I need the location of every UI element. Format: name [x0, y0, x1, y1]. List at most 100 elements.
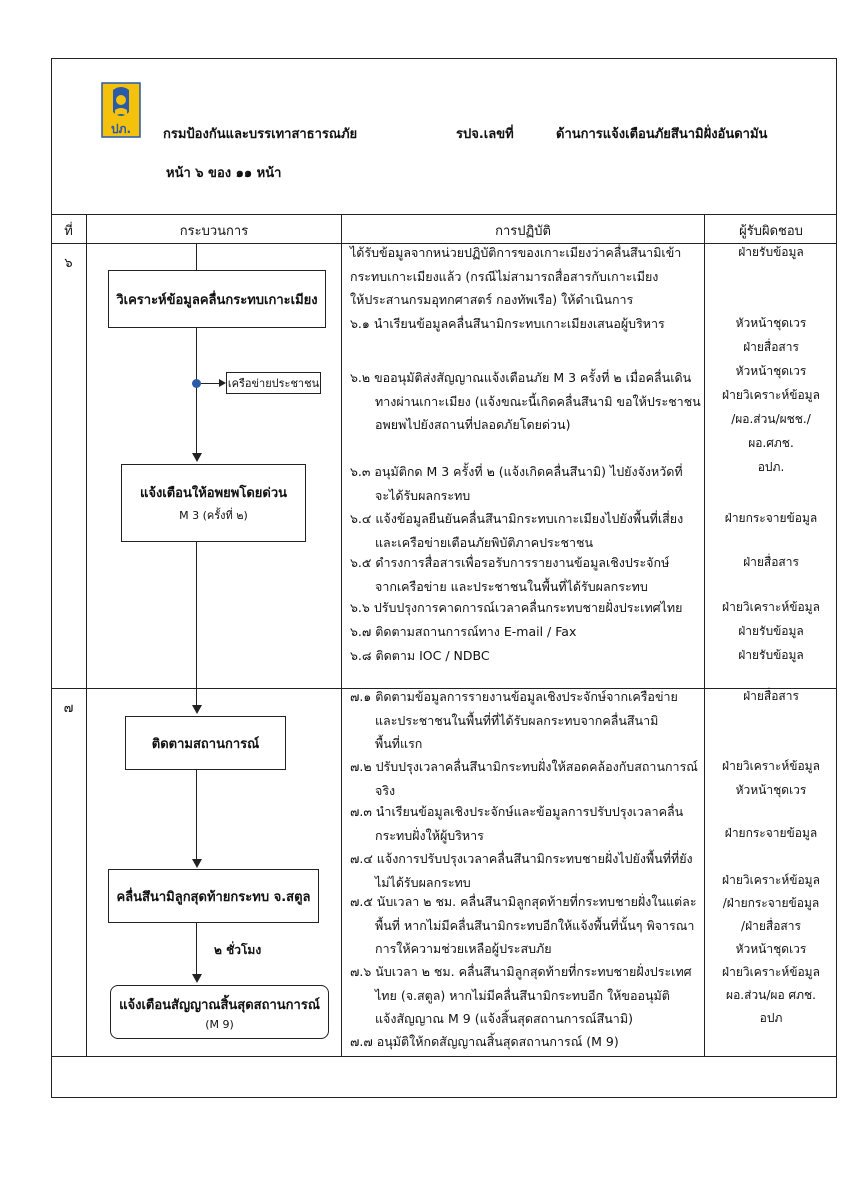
- responsible-party: ฝ่ายวิเคราะห์ข้อมูล: [722, 965, 820, 979]
- text-line: กระทบเกาะเมียงแล้ว (กรณีไม่สามารถสื่อสาร…: [350, 268, 659, 284]
- flow-box-label: แจ้งเตือนให้อพยพโดยด่วน: [139, 486, 288, 501]
- col-divider-1: [86, 214, 88, 1056]
- text-line: ๖.๒ ขออนุมัติส่งสัญญาณแจ้งเตือนภัย M 3 ค…: [350, 370, 692, 385]
- text-line: ๖.๕ ดำรงการสื่อสารเพื่อรอรับการรายงานข้อ…: [350, 555, 670, 570]
- step-6-5: ๖.๕ ดำรงการสื่อสารเพื่อรอรับการรายงานข้อ…: [350, 551, 669, 598]
- flow-connector: [196, 542, 198, 688]
- text-line: ได้รับข้อมูลจากหน่วยปฏิบัติการของเกาะเมี…: [350, 245, 682, 260]
- responsible-party: ฝ่ายรับข้อมูล: [738, 648, 804, 662]
- flow-box-label: แจ้งเตือนสัญญาณสิ้นสุดสถานการณ์: [119, 997, 320, 1013]
- flow-box-urgent-evacuation: แจ้งเตือนให้อพยพโดยด่วน M 3 (ครั้งที่ ๒): [121, 464, 306, 542]
- step-7-2: ๗.๒ ปรับปรุงเวลาคลื่นสึนามิกระทบฝั่งให้ส…: [350, 755, 698, 802]
- table-row-divider: [51, 688, 837, 690]
- arrow-down-icon: [192, 705, 202, 714]
- arrow-down-icon: [192, 453, 202, 462]
- arrow-down-icon: [192, 974, 202, 983]
- step-7-4: ๗.๔ แจ้งการปรับปรุงเวลาคลื่นสึนามิกระทบช…: [350, 847, 693, 894]
- flow-box-label: คลื่นสึนามิลูกสุดท้ายกระทบ จ.สตูล: [116, 889, 311, 905]
- logo-text: ปภ.: [110, 122, 132, 136]
- text-line: ทางผ่านเกาะเมียง (แจ้งขณะนี้เกิดคลื่นสึน…: [375, 393, 701, 409]
- text-line: กระทบฝั่งให้ผู้บริหาร: [375, 827, 484, 843]
- col-header-process: กระบวนการ: [179, 224, 249, 239]
- step-7-5: ๗.๕ นับเวลา ๒ ชม. คลื่นสึนามิลูกสุดท้ายท…: [350, 890, 697, 961]
- text-line: ๖.๗ ติดตามสถานการณ์ทาง E-mail / Fax: [350, 624, 577, 639]
- responsible-party: หัวหน้าชุดเวร: [735, 316, 807, 330]
- text-line: ๗.๓ นำเรียนข้อมูลเชิงประจักษ์และข้อมูลกา…: [350, 804, 684, 819]
- col-divider-2: [341, 214, 343, 1056]
- step-7-7: ๗.๗ อนุมัติให้กดสัญญาณสิ้นสุดสถานการณ์ (…: [350, 1030, 619, 1054]
- step-6-2: ๖.๒ ขออนุมัติส่งสัญญาณแจ้งเตือนภัย M 3 ค…: [350, 366, 701, 437]
- text-line: และเครือข่ายเตือนภัยพิบัติภาคประชาชน: [375, 534, 593, 550]
- text-line: ไทย (จ.สตูล) หากไม่มีคลื่นสึนามิกระทบอีก…: [375, 987, 670, 1003]
- flow-box-label: เครือข่ายประชาชน: [227, 377, 320, 390]
- department-name: กรมป้องกันและบรรเทาสาธารณภัย: [163, 127, 358, 142]
- responsible-party: /ผอ.ส่วน/ผชช./: [731, 412, 811, 426]
- text-line: จริง: [375, 782, 396, 798]
- responsible-party: ฝ่ายวิเคราะห์ข้อมูล: [722, 388, 820, 402]
- doc-number-label: รปจ.เลขที่: [456, 127, 514, 142]
- text-line: ๗.๕ นับเวลา ๒ ชม. คลื่นสึนามิลูกสุดท้ายท…: [350, 894, 697, 909]
- flow-box-end-signal: แจ้งเตือนสัญญาณสิ้นสุดสถานการณ์ (M 9): [110, 985, 329, 1039]
- department-logo: ปภ.: [101, 82, 141, 138]
- page-info: หน้า ๖ ของ ๑๑ หน้า: [166, 166, 282, 181]
- text-line: จากเครือข่าย และประชาชนในพื้นที่ได้รับผล…: [375, 578, 648, 594]
- flow-box-analyze-wave: วิเคราะห์ข้อมูลคลื่นกระทบเกาะเมียง: [108, 270, 326, 328]
- text-line: ๖.๑ นำเรียนข้อมูลคลื่นสึนามิกระทบเกาะเมี…: [350, 316, 665, 331]
- flow-box-label: วิเคราะห์ข้อมูลคลื่นกระทบเกาะเมียง: [116, 292, 318, 308]
- table-bottom-border: [51, 1056, 837, 1058]
- responsible-party: ฝ่ายวิเคราะห์ข้อมูล: [722, 873, 820, 887]
- text-line: ๗.๗ อนุมัติให้กดสัญญาณสิ้นสุดสถานการณ์ (…: [350, 1034, 619, 1049]
- responsible-party: หัวหน้าชุดเวร: [735, 942, 807, 956]
- text-line: ๖.๖ ปรับปรุงการคาดการณ์เวลาคลื่นกระทบชาย…: [350, 600, 683, 615]
- text-line: ๗.๔ แจ้งการปรับปรุงเวลาคลื่นสึนามิกระทบช…: [350, 851, 693, 866]
- responsible-party: ฝ่ายกระจายข้อมูล: [724, 511, 818, 525]
- responsible-party: ฝ่ายวิเคราะห์ข้อมูล: [722, 759, 820, 773]
- step-6-8: ๖.๘ ติดตาม IOC / NDBC: [350, 644, 490, 668]
- junction-dot-icon: [192, 379, 201, 388]
- step-7-3: ๗.๓ นำเรียนข้อมูลเชิงประจักษ์และข้อมูลกา…: [350, 800, 683, 847]
- text-line: แจ้งสัญญาณ M 9 (แจ้งสิ้นสุดสถานการณ์สึนา…: [375, 1011, 633, 1026]
- text-line: ๖.๔ แจ้งข้อมูลยืนยันคลื่นสึนามิกระทบเกาะ…: [350, 511, 684, 526]
- responsible-party: อปภ: [759, 1011, 783, 1025]
- table-header-border: [51, 243, 837, 245]
- flow-box-sublabel: M 3 (ครั้งที่ ๒): [179, 509, 248, 522]
- flow-connector: [196, 244, 198, 270]
- step-7-1: ๗.๑ ติดตามข้อมูลการรายงานข้อมูลเชิงประจั…: [350, 685, 678, 756]
- responsible-party: ฝ่ายรับข้อมูล: [738, 245, 804, 259]
- responsible-party: ฝ่ายสื่อสาร: [743, 689, 799, 703]
- arrow-down-icon: [192, 859, 202, 868]
- flow-connector: [201, 383, 221, 385]
- step-6-4: ๖.๔ แจ้งข้อมูลยืนยันคลื่นสึนามิกระทบเกาะ…: [350, 507, 683, 554]
- col-header-no: ที่: [64, 224, 73, 239]
- responsible-party: ฝ่ายสื่อสาร: [743, 340, 799, 354]
- responsible-party: ฝ่ายสื่อสาร: [743, 555, 799, 569]
- col-header-action: การปฏิบัติ: [495, 224, 551, 239]
- responsible-party: ฝ่ายกระจายข้อมูล: [724, 826, 818, 840]
- text-line: พื้นที่ หากไม่มีคลื่นสึนามิกระทบอีกให้แจ…: [375, 917, 695, 933]
- text-line: จะได้รับผลกระทบ: [375, 487, 471, 503]
- flow-box-label: ติดตามสถานการณ์: [151, 736, 260, 752]
- flow-connector: [196, 770, 198, 860]
- responsible-party: ผอ.ศภช.: [748, 436, 794, 450]
- text-line: ให้ประสานกรมอุทกศาสตร์ กองทัพเรือ) ให้ดำ…: [350, 292, 634, 307]
- text-line: ไม่ได้รับผลกระทบ: [375, 874, 471, 890]
- text-line: พื้นที่แรก: [375, 736, 423, 751]
- wait-duration-label: ๒ ชั่วโมง: [214, 943, 262, 957]
- flow-box-last-wave: คลื่นสึนามิลูกสุดท้ายกระทบ จ.สตูล: [108, 869, 319, 923]
- responsible-party: ผอ.ส่วน/ผอ ศภช.: [726, 988, 816, 1002]
- col-divider-3: [704, 214, 706, 1056]
- flow-connector: [196, 923, 198, 975]
- text-line: การให้ความช่วยเหลือผู้ประสบภัย: [375, 941, 552, 956]
- responsible-party: หัวหน้าชุดเวร: [735, 364, 807, 378]
- row-number-6: ๖: [64, 256, 73, 271]
- row-number-7: ๗: [63, 701, 74, 716]
- doc-title: ด้านการแจ้งเตือนภัยสึนามิฝั่งอันดามัน: [556, 127, 768, 142]
- text-line: ๗.๒ ปรับปรุงเวลาคลื่นสึนามิกระทบฝั่งให้ส…: [350, 759, 698, 774]
- flow-box-sublabel: (M 9): [205, 1017, 234, 1031]
- text-line: ๗.๑ ติดตามข้อมูลการรายงานข้อมูลเชิงประจั…: [350, 689, 678, 704]
- responsible-party: ฝ่ายวิเคราะห์ข้อมูล: [722, 600, 820, 614]
- responsible-party: /ฝ่ายกระจายข้อมูล: [722, 896, 820, 910]
- responsible-party: ฝ่ายรับข้อมูล: [738, 624, 804, 638]
- flow-connector: [196, 328, 198, 454]
- responsible-party: /ฝ่ายสื่อสาร: [741, 919, 801, 933]
